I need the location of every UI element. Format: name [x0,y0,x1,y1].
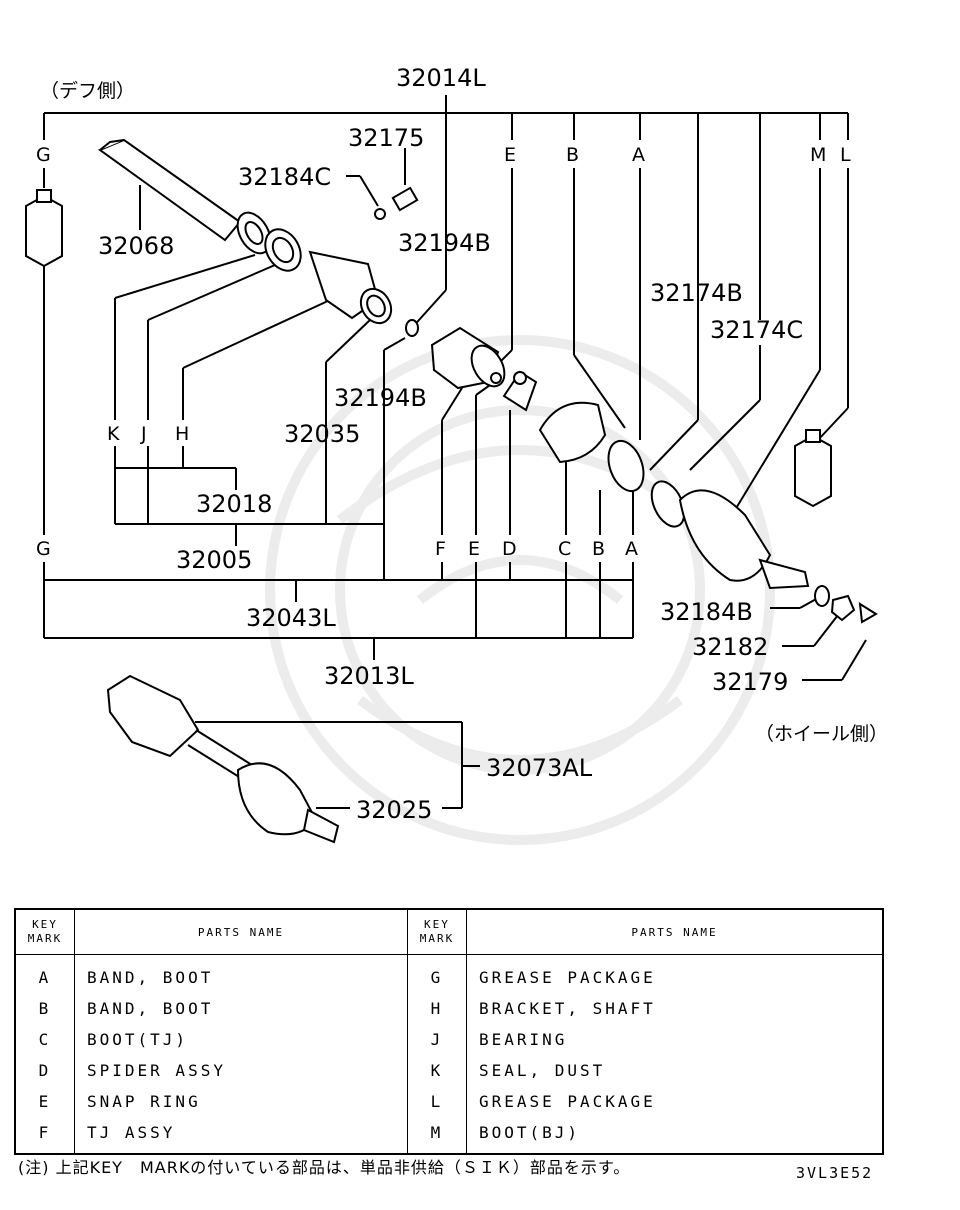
table-row: D SPIDER ASSY K SEAL, DUST [14,1055,884,1086]
label-32194B-mid: 32194B [334,384,427,412]
key-cell: D [14,1055,75,1086]
name-cell: BOOT(BJ) [465,1117,884,1154]
key-cell: F [14,1117,75,1154]
key-B-mid: B [592,538,605,560]
label-32174B: 32174B [650,279,743,307]
label-32035: 32035 [284,420,360,448]
exploded-parts-diagram: （デフ側） 32014L 32175 32184C 32068 32194B 3… [25,64,888,845]
tj-boot [538,401,645,493]
label-32068: 32068 [98,232,174,260]
name-cell: BEARING [465,1024,884,1055]
small-wheel-side-parts [814,585,878,624]
tj-assy [430,326,506,390]
key-A-top: A [632,144,645,166]
key-E-top: E [504,144,516,166]
key-cell: K [406,1055,467,1086]
footnote: (注) 上記KEY MARKの付いている部品は、単品非供給（ＳＩＫ）部品を示す。 [18,1158,631,1177]
label-32184C: 32184C [238,163,331,191]
key-C: C [558,538,571,560]
table-row: B BAND, BOOT H BRACKET, SHAFT [14,993,884,1024]
name-cell: SNAP RING [74,1086,408,1117]
label-32174C: 32174C [710,316,803,344]
label-32014L: 32014L [396,64,486,92]
label-32018: 32018 [196,490,272,518]
key-F: F [435,538,446,560]
name-cell: TJ ASSY [74,1117,408,1154]
key-cell: M [406,1117,467,1154]
name-cell: SPIDER ASSY [74,1055,408,1086]
key-cell: L [406,1086,467,1117]
label-32194B-top: 32194B [398,229,491,257]
diagram-code: 3VL3E52 [796,1164,874,1182]
grease-package-left [25,189,63,268]
label-32005: 32005 [176,546,252,574]
label-32184B: 32184B [660,598,753,626]
name-cell: GREASE PACKAGE [465,954,884,993]
name-cell: BAND, BOOT [74,993,408,1024]
key-cell: H [406,993,467,1024]
header-parts-name-right: PARTS NAME [465,908,884,955]
grease-package-right [794,429,832,508]
label-32013L: 32013L [324,662,414,690]
bolt-and-washer [374,186,419,220]
key-A-mid: A [625,538,638,560]
shaft-bracket [308,250,393,325]
table-row: E SNAP RING L GREASE PACKAGE [14,1086,884,1117]
complete-drive-shaft-assy [106,674,340,844]
key-K: K [107,423,120,445]
key-L-top: L [840,144,851,166]
name-cell: SEAL, DUST [465,1055,884,1086]
label-32175: 32175 [348,124,424,152]
label-32025: 32025 [356,796,432,824]
key-B-top: B [566,144,579,166]
spider-assy [502,370,538,412]
part-labels: （デフ側） 32014L 32175 32184C 32068 32194B 3… [40,64,888,824]
bj-boot-and-outer-joint [650,480,810,590]
key-cell: B [14,993,75,1024]
table-row: A BAND, BOOT G GREASE PACKAGE [14,954,884,993]
table-row: F TJ ASSY M BOOT(BJ) [14,1117,884,1154]
label-32073AL: 32073AL [486,754,593,782]
label-32043L: 32043L [246,604,336,632]
inner-shaft-32068 [97,138,302,272]
key-H: H [175,423,189,445]
label-32182: 32182 [692,633,768,661]
key-G-top: G [36,144,51,166]
key-E-mid: E [468,538,480,560]
name-cell: BRACKET, SHAFT [465,993,884,1024]
key-J: J [140,423,147,445]
key-cell: C [14,1024,75,1055]
name-cell: BOOT(TJ) [74,1024,408,1055]
wheel-side-label: （ホイール側） [755,723,888,745]
key-M-top: M [810,144,826,166]
name-cell: GREASE PACKAGE [465,1086,884,1117]
key-cell: J [406,1024,467,1055]
key-cell: G [406,954,467,993]
key-cell: E [14,1086,75,1117]
watermark-emblem [265,335,775,845]
key-letters: G E B A M L K J H G F E D C B A [36,144,851,560]
key-D: D [502,538,517,560]
label-32179: 32179 [712,668,788,696]
table-row: C BOOT(TJ) J BEARING [14,1024,884,1055]
header-parts-name-left: PARTS NAME [74,908,408,955]
snap-ring-32194B [405,319,419,337]
key-G-mid: G [36,538,51,560]
diff-side-label: （デフ側） [40,80,135,102]
key-cell: A [14,954,75,993]
name-cell: BAND, BOOT [74,954,408,993]
